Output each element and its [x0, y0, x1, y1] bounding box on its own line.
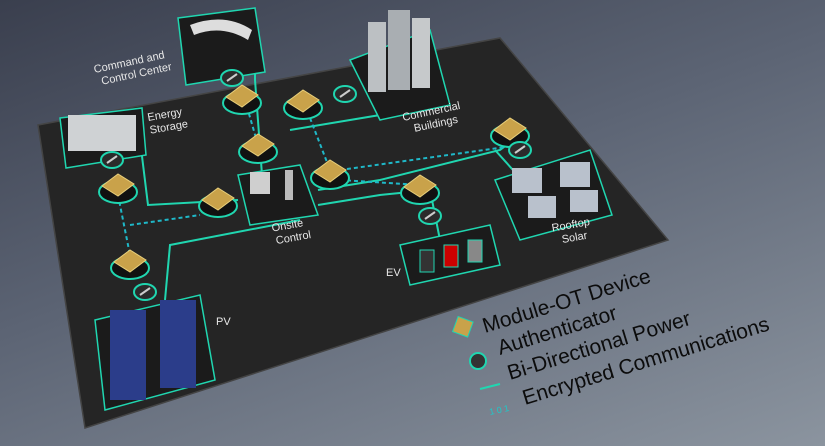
- block-ev: [399, 224, 501, 286]
- label-energy-storage: Energy Storage: [147, 106, 189, 137]
- block-command-center: [177, 7, 266, 86]
- key-icon: [333, 85, 357, 103]
- chip-icon: [310, 159, 350, 190]
- label-command-center: Command and Control Center: [93, 49, 173, 87]
- block-energy-storage: [59, 107, 147, 169]
- authenticators: [100, 69, 532, 301]
- label-pv: PV: [216, 316, 231, 328]
- block-rooftop-solar: [493, 149, 613, 241]
- svg-text:Solar: Solar: [561, 230, 589, 246]
- key-icon: [133, 283, 157, 301]
- chip-icon: [283, 89, 323, 120]
- block-onsite-control: [237, 164, 320, 226]
- chip-icon: [238, 133, 278, 164]
- block-pv: [94, 294, 216, 411]
- key-icon: [469, 352, 487, 370]
- chip-icon: [451, 315, 474, 338]
- block-commercial-buildings: [348, 10, 451, 121]
- key-icon: [508, 141, 532, 159]
- line-icon: [479, 383, 501, 390]
- chip-icon: [98, 173, 138, 204]
- key-icon: [100, 151, 124, 169]
- chip-icon: [198, 187, 238, 218]
- chip-icon: [400, 174, 440, 205]
- key-icon: [418, 207, 442, 225]
- binary-icon: 1 0 1: [488, 403, 510, 417]
- key-icon: [220, 69, 244, 87]
- svg-text:Onsite: Onsite: [271, 217, 304, 234]
- chip-icon: [110, 249, 150, 280]
- label-ev: EV: [386, 267, 401, 279]
- chip-icon: [222, 84, 262, 115]
- label-rooftop-solar: Rooftop Solar: [551, 216, 591, 246]
